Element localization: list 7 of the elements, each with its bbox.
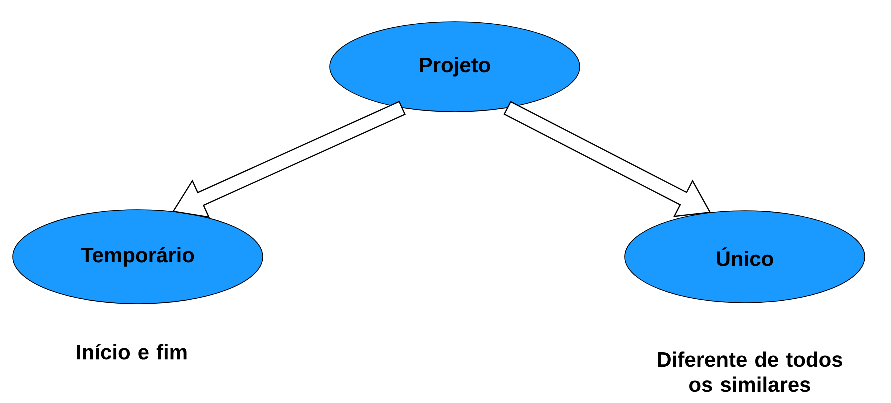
caption-text: Diferente de todos os similares xyxy=(658,352,842,392)
block-arrow xyxy=(504,101,712,218)
caption-text: Início e fim xyxy=(77,344,187,360)
block-arrow xyxy=(172,101,406,218)
ellipse-node: Único xyxy=(624,210,866,304)
ellipse-node: Projeto xyxy=(330,22,580,112)
ellipse-node: Temporário xyxy=(12,210,264,304)
